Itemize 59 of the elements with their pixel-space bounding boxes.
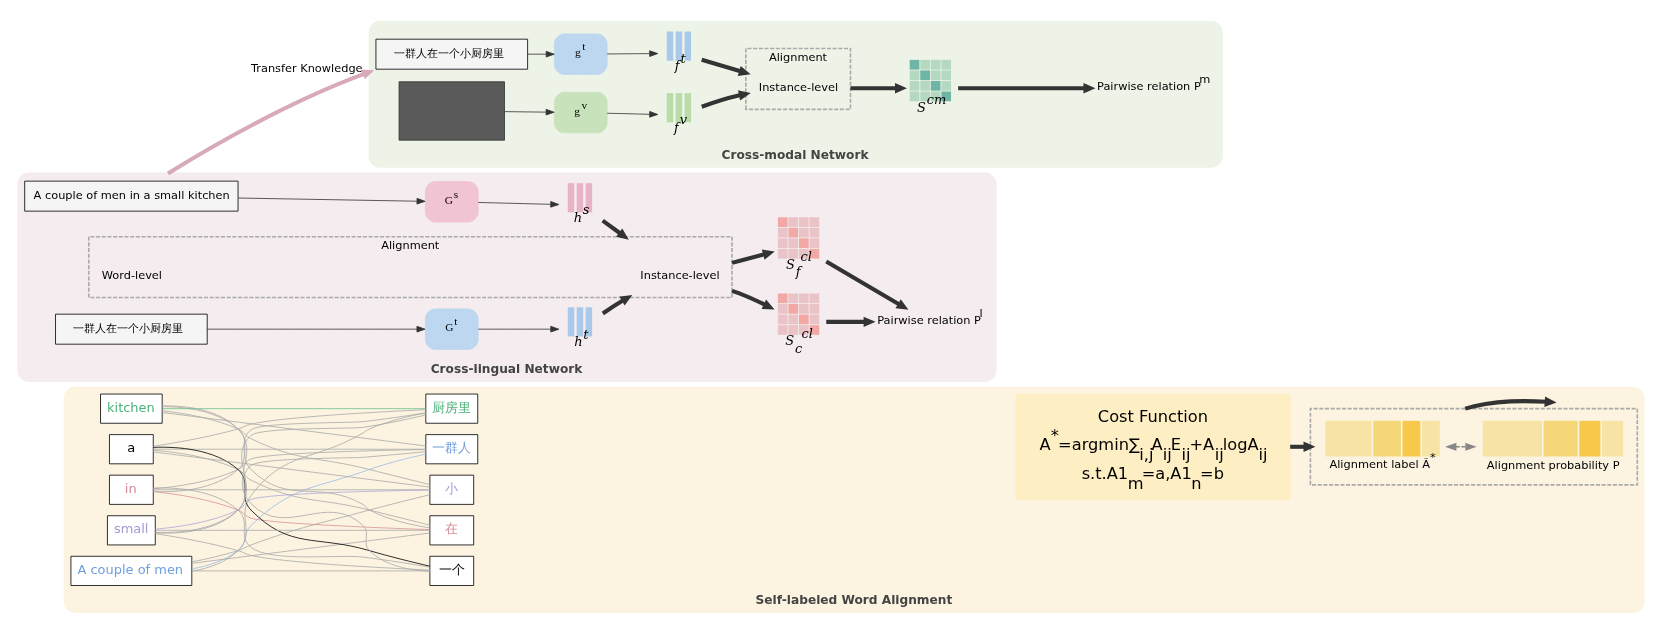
connector: [161, 410, 431, 485]
arrow: [237, 197, 426, 205]
node-box: 在: [429, 515, 475, 546]
arrow: [1445, 442, 1477, 451]
arrow: [701, 90, 751, 109]
node-label: Alignment label Ã: [1329, 457, 1430, 472]
node-box: 一群人在一个小厨房里: [375, 38, 529, 70]
node-box: 一群人在一个小厨房里: [55, 313, 208, 345]
node-label: f: [674, 58, 680, 74]
arrow: [850, 83, 907, 94]
node-box: A couple of men in a small kitchen: [24, 180, 239, 212]
arrow: [527, 50, 555, 58]
arrow: [601, 218, 629, 240]
arrow: [166, 69, 375, 176]
connector: [154, 533, 431, 571]
node-text: Instance-level: [640, 268, 720, 283]
arrow: [206, 325, 426, 333]
connector: [162, 408, 426, 410]
arrow: [606, 50, 659, 57]
connector: [161, 405, 431, 572]
connector: [152, 487, 431, 568]
node-box: [398, 81, 505, 141]
arrow: [504, 108, 555, 116]
node-box: kitchen: [100, 393, 163, 424]
arrow: [477, 201, 560, 208]
arrow: [606, 111, 659, 118]
node-label: Alignment probability P: [1486, 457, 1620, 472]
arrow: [731, 249, 775, 265]
connector: [154, 529, 431, 531]
node-box: small: [107, 515, 156, 546]
arrow: [1464, 396, 1557, 411]
node-box: 一群人: [425, 434, 479, 465]
arrow: [701, 57, 751, 76]
arrow: [477, 325, 560, 333]
arrow: [731, 288, 775, 310]
node-label: S: [916, 99, 926, 115]
node-text: Instance-level: [758, 80, 839, 95]
node-label: h: [574, 334, 583, 350]
node-box: A couple of men: [70, 555, 193, 586]
connector: [152, 412, 426, 493]
connector: [191, 494, 431, 563]
arrow: [958, 83, 1096, 94]
node-box: 一个: [429, 555, 475, 586]
node-box: 小: [429, 474, 475, 505]
connector: [153, 446, 431, 567]
connector: [191, 532, 430, 564]
node-text: Word-level: [101, 268, 162, 283]
arrow: [826, 316, 876, 328]
connector: [191, 412, 427, 572]
cluster: [1309, 407, 1639, 486]
node-box: 厨房里: [425, 393, 479, 424]
edge-label: Transfer Knowledge: [251, 61, 363, 76]
arrow: [1290, 441, 1316, 452]
node-box: in: [109, 474, 154, 505]
connector: [191, 453, 426, 570]
arrow: [825, 259, 909, 310]
connector: [152, 448, 427, 450]
node-box: a: [109, 434, 154, 465]
arrow: [601, 294, 633, 316]
